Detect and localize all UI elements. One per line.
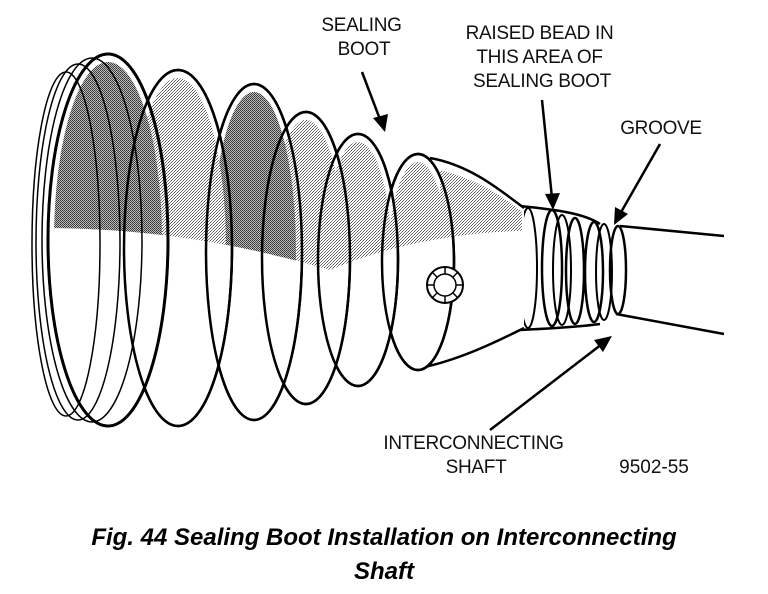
raised-bead-arrow [540, 99, 560, 210]
interconnecting-shaft-label-line-1: INTERCONNECTING [383, 433, 563, 454]
sealing-boot-label-line-1: SEALING [321, 15, 401, 36]
sealing-boot-label: SEALING BOOT [321, 15, 406, 60]
interconnecting-shaft-label-line-2: SHAFT [446, 457, 507, 478]
interconnecting-shaft-label: INTERCONNECTING SHAFT [383, 433, 568, 478]
callout-arrows [360, 71, 662, 431]
groove-ring [583, 220, 605, 324]
boot-rim-lines [31, 52, 456, 428]
raised-bead-label-line-2: THIS AREA OF [476, 47, 602, 68]
raised-bead-label: RAISED BEAD IN THIS AREA OF SEALING BOOT [466, 23, 619, 92]
raised-bead-label-line-3: SEALING BOOT [473, 71, 612, 92]
interconnecting-shaft [608, 224, 725, 336]
figure-caption-line-1: Fig. 44 Sealing Boot Installation on Int… [91, 524, 677, 551]
groove-label: GROOVE [620, 118, 702, 139]
figure-caption-line-2: Shaft [354, 558, 414, 585]
groove-arrow [614, 143, 662, 225]
sealing-boot-arrow [360, 71, 388, 132]
raised-bead-label-line-1: RAISED BEAD IN [466, 23, 614, 44]
figure-number: 9502-55 [619, 457, 689, 478]
interconnecting-shaft-arrow [489, 336, 612, 431]
raised-bead-ring [540, 208, 564, 328]
sealing-boot-label-line-2: BOOT [338, 39, 391, 60]
boot-neck [518, 204, 613, 332]
boot-molded-marking [426, 266, 464, 304]
